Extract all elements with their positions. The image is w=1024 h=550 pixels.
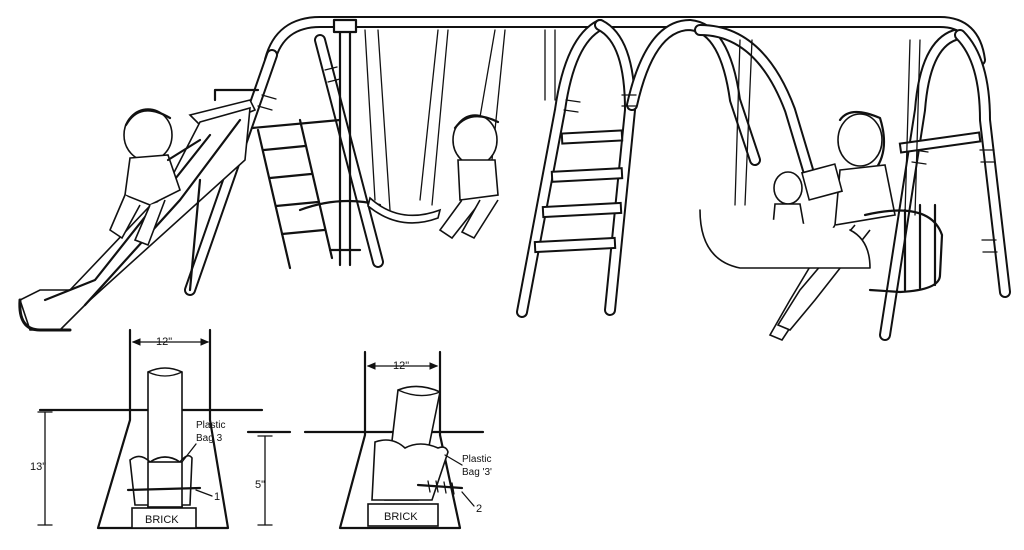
right-install-detail: 12" BRICK 5" Plastic Bag '3' 2 (246, 350, 492, 530)
right-brick-label: BRICK (384, 511, 418, 523)
right-bag-label-line2: Bag '3' (462, 467, 492, 478)
left-width-label: 12" (156, 336, 172, 348)
right-bag-label-line1: Plastic (462, 454, 491, 465)
swing-chains (364, 29, 921, 216)
swing-seat (367, 196, 442, 224)
child-on-swing (438, 114, 500, 240)
left-bag-label-line2: Bag 3 (196, 433, 223, 444)
right-width-label: 12" (393, 360, 409, 372)
child-on-slide (109, 108, 202, 247)
middle-ladder (533, 129, 982, 254)
right-callout-number: 2 (476, 503, 482, 515)
left-ladder (250, 118, 342, 270)
right-depth-label: 5" (255, 479, 265, 491)
swing-set-frame (184, 16, 1011, 341)
left-install-detail: 12" BRICK 13" Plastic Bag 3 1 (30, 328, 264, 530)
left-callout-number: 1 (214, 491, 220, 503)
left-brick-label: BRICK (145, 514, 179, 526)
left-bag-label-line1: Plastic (196, 420, 225, 431)
glider-pole (298, 18, 382, 267)
glider-seat (699, 203, 944, 294)
left-depth-label: 13" (30, 461, 46, 473)
slide (18, 88, 260, 332)
